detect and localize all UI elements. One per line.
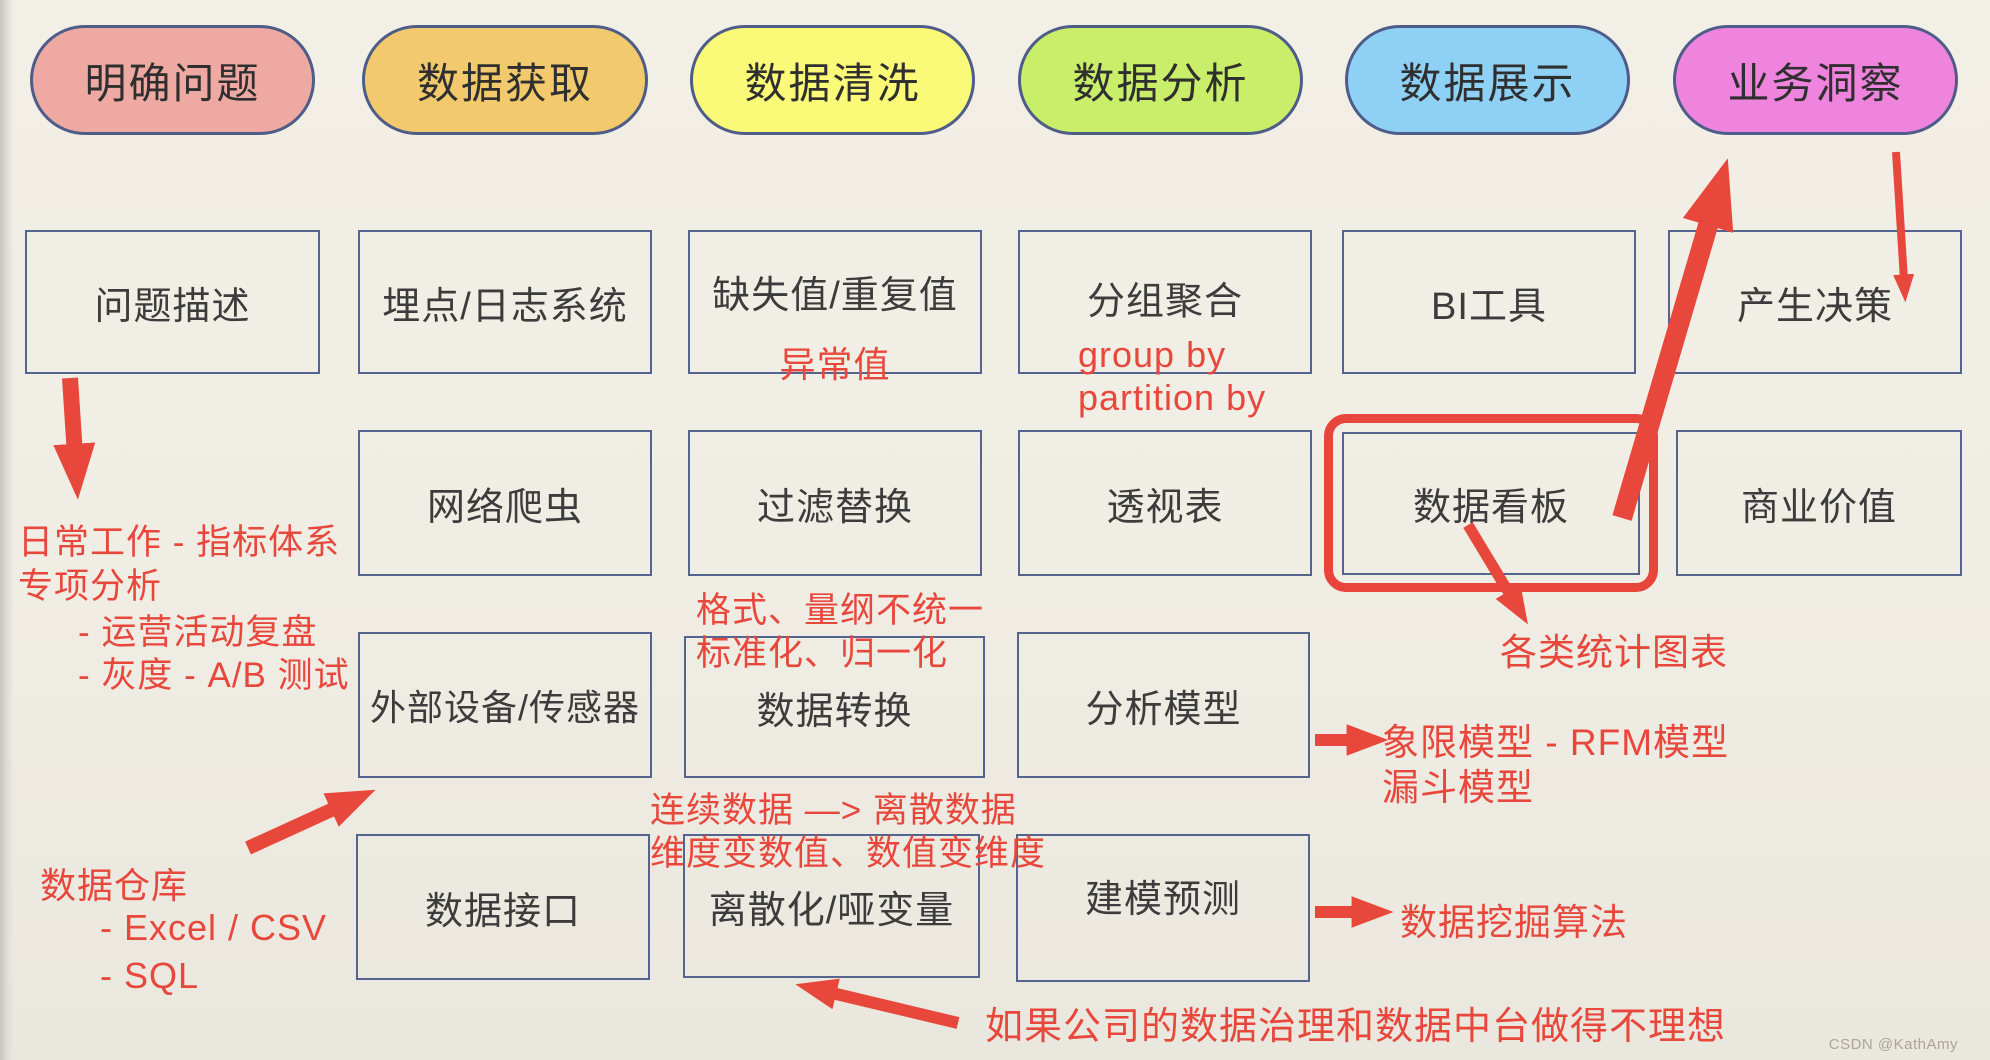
annotation-format-issue: 格式、量纲不统一 [696, 591, 985, 630]
annotation-sql: - SQL [100, 955, 200, 996]
box-data-transformation: 数据转换 [684, 636, 985, 778]
annotation-mining-algo: 数据挖掘算法 [1400, 902, 1628, 943]
box-label: 过滤替换 [756, 486, 913, 529]
annotation-governance-note: 如果公司的数据治理和数据中台做得不理想 [985, 1006, 1727, 1048]
box-label: 外部设备/传感器 [369, 687, 640, 728]
annotation-ops-review: - 运营活动复盘 [78, 613, 318, 652]
stage-label: 数据获取 [416, 59, 593, 107]
box-label: BI工具 [1431, 285, 1547, 328]
stage-label: 数据分析 [1072, 59, 1249, 107]
csdn-watermark: CSDN @KathAmy [1828, 1036, 1958, 1053]
box-label: 建模预测 [1084, 879, 1241, 921]
annotation-warehouse: 数据仓库 [40, 865, 189, 906]
arrow-problem-to-dailywork [53, 377, 96, 500]
box-label: 数据接口 [424, 890, 581, 933]
annotation-gray-ab-test: - 灰度 - A/B 测试 [78, 656, 350, 695]
stage-label: 业务洞察 [1727, 59, 1904, 107]
annotation-partition-by: partition by [1078, 377, 1267, 418]
arrow-note-to-discretization [795, 978, 960, 1029]
stage-pill-business-insight: 业务洞察 [1673, 25, 1958, 135]
photo-edge-shadow [0, 0, 14, 1060]
box-discretization-dummy: 离散化/哑变量 [683, 834, 980, 978]
dashboard-highlight-rect [1324, 414, 1658, 592]
annotation-special-analysis: 专项分析 [18, 567, 163, 606]
box-business-value: 商业价值 [1676, 430, 1962, 576]
box-label: 分析模型 [1085, 688, 1242, 731]
annotation-excel-csv: - Excel / CSV [100, 907, 328, 948]
box-problem-description: 问题描述 [25, 230, 320, 374]
box-analysis-model: 分析模型 [1017, 632, 1310, 778]
box-label: 网络爬虫 [426, 486, 583, 529]
box-make-decisions: 产生决策 [1668, 230, 1962, 374]
stage-pill-data-acquisition: 数据获取 [362, 25, 648, 135]
box-label: 问题描述 [94, 285, 251, 328]
box-label: 透视表 [1106, 486, 1224, 529]
box-pivot-table: 透视表 [1018, 430, 1312, 576]
box-data-dashboard: 数据看板 [1342, 432, 1640, 575]
box-label: 分组聚合 [1086, 281, 1243, 323]
stage-pill-data-analysis: 数据分析 [1018, 25, 1303, 135]
box-label: 商业价值 [1740, 486, 1897, 529]
stage-label: 数据清洗 [744, 59, 921, 107]
annotation-dim-value-swap: 维度变数值、数值变维度 [650, 834, 1047, 873]
box-bi-tools: BI工具 [1342, 230, 1636, 374]
stage-label: 数据展示 [1399, 59, 1576, 107]
box-data-interface: 数据接口 [356, 834, 650, 980]
annotation-funnel-model: 漏斗模型 [1382, 767, 1534, 808]
box-label: 离散化/哑变量 [708, 889, 955, 932]
annotation-standardize: 标准化、归一化 [696, 634, 949, 673]
annotation-daily-work: 日常工作 - 指标体系 [18, 523, 341, 562]
box-tracking-log-system: 埋点/日志系统 [358, 230, 652, 374]
box-label: 数据看板 [1412, 487, 1569, 529]
box-modeling-prediction: 建模预测 [1016, 834, 1310, 982]
box-external-devices-sensors: 外部设备/传感器 [358, 632, 652, 778]
stage-pill-define-problem: 明确问题 [30, 25, 315, 135]
box-label: 埋点/日志系统 [382, 285, 628, 328]
box-label: 数据转换 [756, 690, 913, 733]
stage-pill-data-cleaning: 数据清洗 [690, 25, 975, 135]
annotation-chart-types: 各类统计图表 [1500, 632, 1728, 673]
box-group-aggregate: 分组聚合 [1018, 230, 1312, 374]
annotation-continuous-to-discrete: 连续数据 —> 离散数据 [650, 791, 1017, 830]
arrow-warehouse-to-sensors [245, 789, 376, 855]
box-missing-duplicate-values: 缺失值/重复值 [688, 230, 982, 374]
stage-pill-data-presentation: 数据展示 [1345, 25, 1630, 135]
annotation-group-by: group by [1078, 334, 1227, 375]
box-label: 产生决策 [1736, 285, 1893, 328]
annotation-outlier: 异常值 [779, 344, 891, 385]
box-filter-replace: 过滤替换 [688, 430, 982, 576]
box-web-crawler: 网络爬虫 [358, 430, 652, 576]
stage-label: 明确问题 [84, 59, 261, 107]
box-label: 缺失值/重复值 [712, 275, 958, 317]
annotation-quadrant-rfm: 象限模型 - RFM模型 [1382, 722, 1730, 763]
